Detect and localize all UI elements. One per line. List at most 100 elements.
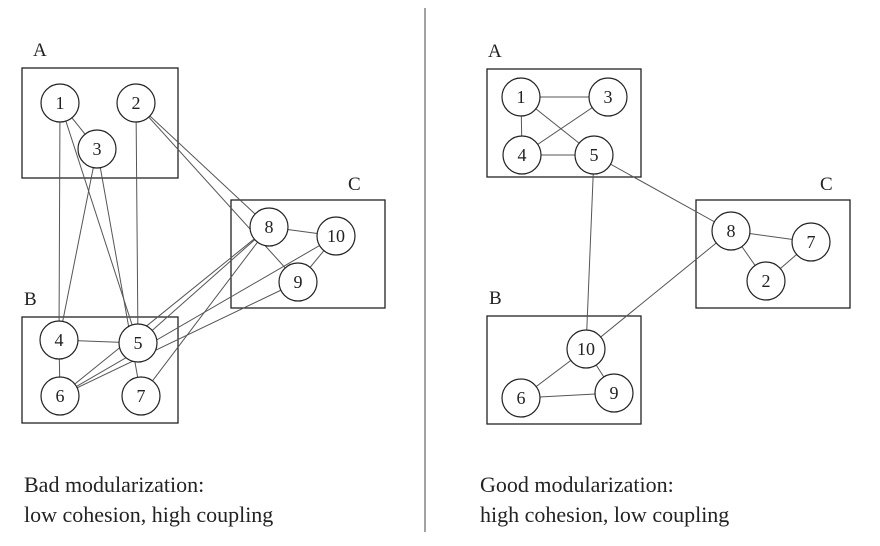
edge-3-4 bbox=[58, 148, 98, 341]
node-3-circle bbox=[77, 129, 117, 169]
edges bbox=[520, 96, 812, 399]
module-b-box bbox=[21, 316, 179, 424]
edge-1-5 bbox=[59, 102, 139, 344]
nodes: 1 3 2 4 5 6 7 8 10 9 bbox=[39, 83, 356, 416]
node-4-circle bbox=[39, 320, 79, 360]
module-a-label: A bbox=[33, 40, 47, 61]
node-7-label: 7 bbox=[137, 386, 146, 406]
module-b-label: B bbox=[489, 288, 502, 309]
node-8: 8 bbox=[249, 207, 289, 247]
modules: A C B bbox=[486, 41, 851, 425]
edges bbox=[58, 102, 337, 397]
node-5: 5 bbox=[574, 135, 614, 175]
node-2: 2 bbox=[116, 83, 156, 123]
nodes: 1 3 4 5 8 7 2 10 6 9 bbox=[501, 77, 831, 418]
node-8-circle bbox=[711, 211, 751, 251]
node-1: 1 bbox=[501, 77, 541, 117]
good-caption-line-1: Good modularization: bbox=[480, 472, 674, 497]
bad-caption-line-1: Bad modularization: bbox=[24, 472, 205, 497]
node-2-circle bbox=[116, 83, 156, 123]
module-c-box bbox=[695, 199, 851, 309]
edge-2-5 bbox=[135, 102, 139, 344]
module-a-box bbox=[486, 68, 642, 178]
node-9-label: 9 bbox=[610, 383, 619, 403]
edge-2-9 bbox=[135, 102, 299, 283]
node-4: 4 bbox=[502, 135, 542, 175]
node-4-label: 4 bbox=[518, 145, 527, 165]
node-10: 10 bbox=[566, 329, 606, 369]
node-7-label: 7 bbox=[807, 232, 816, 252]
node-6: 6 bbox=[40, 376, 80, 416]
node-1-label: 1 bbox=[56, 93, 65, 113]
node-8: 8 bbox=[711, 211, 751, 251]
node-6: 6 bbox=[501, 378, 541, 418]
modules: A B C bbox=[21, 40, 386, 424]
node-4: 4 bbox=[39, 320, 79, 360]
module-b-box bbox=[486, 315, 642, 425]
node-9-circle bbox=[278, 262, 318, 302]
edge-8-6 bbox=[59, 226, 270, 397]
good-caption-line-2: high cohesion, low coupling bbox=[480, 502, 730, 527]
good-modularization-caption: Good modularization: high cohesion, low … bbox=[480, 470, 729, 530]
node-4-label: 4 bbox=[55, 330, 64, 350]
node-2-label: 2 bbox=[132, 93, 141, 113]
module-a-label: A bbox=[488, 41, 502, 62]
node-6-label: 6 bbox=[517, 388, 526, 408]
bad-modularization-diagram: A B C 1 3 2 4 5 6 7 8 10 9 bbox=[21, 40, 386, 424]
node-2-circle bbox=[746, 261, 786, 301]
module-b-label: B bbox=[24, 289, 37, 310]
edge-5-8 bbox=[593, 154, 732, 232]
node-10: 10 bbox=[316, 216, 356, 256]
node-3-label: 3 bbox=[604, 87, 613, 107]
edge-9-6 bbox=[59, 281, 299, 397]
node-5-label: 5 bbox=[134, 333, 143, 353]
node-1: 1 bbox=[40, 83, 80, 123]
node-5-label: 5 bbox=[590, 145, 599, 165]
node-3-label: 3 bbox=[93, 139, 102, 159]
node-4-circle bbox=[502, 135, 542, 175]
node-1-circle bbox=[501, 77, 541, 117]
edge-5-10 bbox=[585, 154, 595, 350]
module-c-label: C bbox=[348, 174, 361, 195]
node-9-label: 9 bbox=[294, 272, 303, 292]
node-7-circle bbox=[791, 222, 831, 262]
node-6-label: 6 bbox=[56, 386, 65, 406]
node-2-label: 2 bbox=[762, 271, 771, 291]
node-9-circle bbox=[594, 373, 634, 413]
node-8-circle bbox=[249, 207, 289, 247]
node-1-circle bbox=[40, 83, 80, 123]
node-3: 3 bbox=[588, 77, 628, 117]
node-8-label: 8 bbox=[265, 217, 274, 237]
node-9: 9 bbox=[278, 262, 318, 302]
module-c-box bbox=[230, 199, 386, 309]
module-c-label: C bbox=[820, 174, 833, 195]
node-2: 2 bbox=[746, 261, 786, 301]
edge-8-5 bbox=[137, 226, 270, 344]
node-5-circle bbox=[118, 323, 158, 363]
node-5-circle bbox=[574, 135, 614, 175]
node-6-circle bbox=[40, 376, 80, 416]
node-5: 5 bbox=[118, 323, 158, 363]
bad-modularization-caption: Bad modularization: low cohesion, high c… bbox=[24, 470, 273, 530]
node-10-circle bbox=[566, 329, 606, 369]
node-1-label: 1 bbox=[517, 87, 526, 107]
bad-caption-line-2: low cohesion, high coupling bbox=[24, 502, 274, 527]
node-7-circle bbox=[121, 376, 161, 416]
node-9: 9 bbox=[594, 373, 634, 413]
edge-10-6 bbox=[59, 235, 337, 397]
node-10-label: 10 bbox=[327, 226, 345, 246]
edge-10-8 bbox=[585, 230, 732, 350]
node-3: 3 bbox=[77, 129, 117, 169]
node-3-circle bbox=[588, 77, 628, 117]
node-8-label: 8 bbox=[727, 221, 736, 241]
node-6-circle bbox=[501, 378, 541, 418]
node-7: 7 bbox=[121, 376, 161, 416]
good-modularization-diagram: A C B 1 3 4 5 8 7 2 10 6 9 bbox=[486, 41, 851, 425]
node-7: 7 bbox=[791, 222, 831, 262]
edge-2-8 bbox=[135, 102, 270, 228]
module-a-box bbox=[21, 67, 179, 179]
edge-1-4 bbox=[58, 102, 61, 341]
node-10-circle bbox=[316, 216, 356, 256]
node-10-label: 10 bbox=[577, 339, 595, 359]
